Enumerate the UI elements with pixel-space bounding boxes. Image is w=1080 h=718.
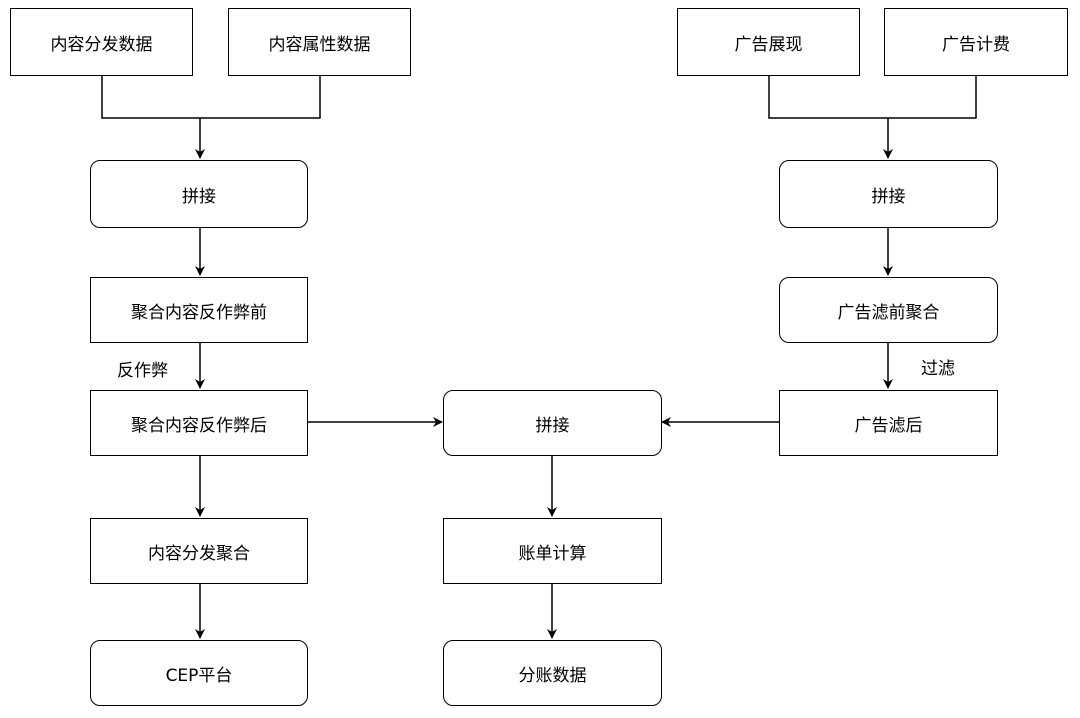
node-split-data: 分账数据 — [443, 640, 662, 706]
connector-content-sources-to-join — [101, 76, 321, 119]
node-agg-post-antifraud: 聚合内容反作弊后 — [90, 390, 308, 456]
label-antifraud: 反作弊 — [117, 356, 168, 381]
node-ad-postfilter: 广告滤后 — [779, 390, 998, 456]
node-bill-calc: 账单计算 — [443, 518, 662, 584]
node-content-dist-data: 内容分发数据 — [10, 8, 193, 76]
node-cep-platform: CEP平台 — [90, 640, 308, 706]
node-join-left: 拼接 — [90, 160, 308, 228]
connector-ad-sources-to-join — [768, 76, 977, 119]
node-join-right: 拼接 — [779, 160, 998, 228]
node-content-dist-agg: 内容分发聚合 — [90, 518, 308, 584]
node-content-attr-data: 内容属性数据 — [228, 8, 411, 76]
node-ad-prefilter-agg: 广告滤前聚合 — [779, 277, 998, 343]
node-ad-impression: 广告展现 — [677, 8, 860, 76]
node-ad-billing: 广告计费 — [884, 8, 1068, 76]
node-agg-pre-antifraud: 聚合内容反作弊前 — [90, 277, 308, 343]
label-filter: 过滤 — [921, 354, 955, 379]
node-join-center: 拼接 — [443, 390, 662, 456]
